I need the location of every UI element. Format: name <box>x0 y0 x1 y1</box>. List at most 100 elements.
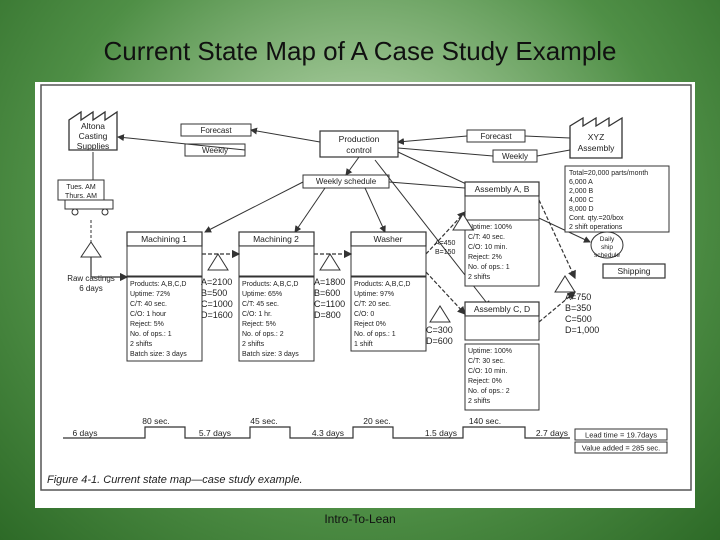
assemblyCD-data-box: Uptime: 100%C/T: 30 sec.C/O: 10 min.Reje… <box>464 343 540 411</box>
assemblyAB-name: Assembly A, B <box>475 184 530 194</box>
supplier-name-line1: Altona <box>81 121 105 131</box>
production-control-line2: control <box>346 145 372 155</box>
washer-data-line: C/T: 20 sec. <box>354 301 391 308</box>
machining1-data-line: Reject: 5% <box>130 321 164 328</box>
shipping-process: Shipping <box>602 263 666 279</box>
machining1-data-line: Batch size: 3 days <box>130 351 187 358</box>
machining1-data-line: No. of ops.: 1 <box>130 331 172 338</box>
assemblyCD-data-line: C/T: 30 sec. <box>468 358 505 365</box>
assemblyAB-data-line: No. of ops.: 1 <box>468 264 510 271</box>
washer-data-line: 1 shift <box>354 341 373 348</box>
inventory-quantity: C=1000 <box>201 299 233 309</box>
inventory-quantity: D=800 <box>314 310 341 320</box>
weekly-left-text: Weekly <box>202 146 228 155</box>
daily-ship-schedule: Daily ship schedule <box>590 231 624 259</box>
inventory-quantity: C=1100 <box>314 299 345 309</box>
washer-data-line: Uptime: 97% <box>354 291 394 298</box>
inventory-quantity: A=750 <box>565 292 591 302</box>
production-control-line1: Production <box>339 134 380 144</box>
customer-factory-icon: XYZ Assembly <box>569 116 623 159</box>
washer-name: Washer <box>374 234 403 244</box>
weekly-left-label: Weekly <box>184 143 246 157</box>
supplier-name-line2: Casting <box>79 131 108 141</box>
value-added-text: Value added = 285 sec. <box>582 444 660 453</box>
daily-ship-line3: schedule <box>594 252 620 259</box>
timeline-days-label: 4.3 days <box>312 428 344 438</box>
raw-castings-days: 6 days <box>79 284 103 293</box>
inventory-triangle-2 <box>319 253 341 271</box>
forecast-left-text: Forecast <box>200 126 232 135</box>
truck-schedule-line1: Tues. AM <box>66 184 95 191</box>
machining1-data-line: Uptime: 72% <box>130 291 170 298</box>
washer-data-line: Products: A,B,C,D <box>354 281 410 288</box>
assemblyAB-data-line: 2 shifts <box>468 274 491 281</box>
timeline-days-label: 1.5 days <box>425 428 457 438</box>
timeline-seconds-label: 45 sec. <box>250 416 277 426</box>
inventory-quantity: B=150 <box>435 249 456 256</box>
raw-castings-label: Raw castings <box>67 274 115 283</box>
customer-data-line: Cont. qty.=20/box <box>569 215 624 222</box>
washer-data-line: No. of ops.: 1 <box>354 331 396 338</box>
timeline-days-label: 2.7 days <box>536 428 568 438</box>
machining2-name: Machining 2 <box>253 234 299 244</box>
assemblyAB-data-box: Uptime: 100%C/T: 40 sec.C/O: 10 min.Reje… <box>464 219 540 287</box>
assemblyAB-data-line: C/O: 10 min. <box>468 244 507 251</box>
assemblyCD-process: Assembly C, D <box>464 301 540 341</box>
assemblyCD-data-line: 2 shifts <box>468 398 491 405</box>
machining1-data-line: C/O: 1 hour <box>130 311 167 318</box>
figure-frame <box>40 84 692 491</box>
assemblyAB-data-line: C/T: 40 sec. <box>468 234 505 241</box>
weekly-right-label: Weekly <box>492 149 538 163</box>
timeline-seconds-label: 140 sec. <box>469 416 501 426</box>
washer-data-box: Products: A,B,C,D Uptime: 97% C/T: 20 sec.… <box>350 276 427 352</box>
washer-process: Washer <box>350 231 427 277</box>
machining2-data-line: C/O: 1 hr. <box>242 311 272 318</box>
machining2-data-line: Uptime: 65% <box>242 291 282 298</box>
inventory-triangle-ab <box>452 213 474 231</box>
shipping-name: Shipping <box>617 266 650 276</box>
machining1-data-line: C/T: 40 sec. <box>130 301 167 308</box>
weekly-schedule-label: Weekly schedule <box>302 174 390 189</box>
washer-data-line: Reject 0% <box>354 321 386 328</box>
inventory-quantity: B=350 <box>565 303 591 313</box>
timeline-days-label: 6 days <box>72 428 97 438</box>
inventory-quantity: D=1600 <box>201 310 233 320</box>
inventory-quantity: B=600 <box>314 288 340 298</box>
inventory-triangle-1 <box>207 253 229 271</box>
inventory-quantity: D=600 <box>426 336 453 346</box>
customer-data-line: 2,000 B <box>569 188 593 195</box>
weekly-right-text: Weekly <box>502 152 528 161</box>
customer-name-line1: XYZ <box>588 132 605 142</box>
inventory-quantity: A=2100 <box>201 277 232 287</box>
inventory-triangle-ship <box>554 275 576 293</box>
customer-data-line: 2 shift operations <box>569 224 623 231</box>
timeline-days-label: 5.7 days <box>199 428 231 438</box>
customer-name-line2: Assembly <box>578 143 616 153</box>
daily-ship-line2: ship <box>601 244 613 251</box>
supplier-name-line3: Supplies <box>77 141 110 151</box>
weekly-schedule-text: Weekly schedule <box>316 177 377 186</box>
assemblyCD-data-line: No. of ops.: 2 <box>468 388 510 395</box>
machining1-name: Machining 1 <box>141 234 187 244</box>
slide-title: Current State Map of A Case Study Exampl… <box>103 36 617 66</box>
truck-schedule-box: Tues. AM Thurs. AM <box>57 179 105 201</box>
customer-data-line: Total=20,000 parts/month <box>569 170 648 177</box>
lead-time-text: Lead time = 19.7days <box>585 431 657 440</box>
value-stream-map: Altona Casting Supplies XYZ Assembly Pro… <box>40 84 692 491</box>
machining1-process: Machining 1 <box>126 231 203 277</box>
slide-footer: Intro-To-Lean <box>324 512 396 526</box>
value-stream-map-figure: Altona Casting Supplies XYZ Assembly Pro… <box>35 82 695 508</box>
production-control-box: Production control <box>319 130 399 158</box>
assemblyCD-data-line: C/O: 10 min. <box>468 368 507 375</box>
customer-data-line: 6,000 A <box>569 179 593 186</box>
lead-time-summary: Lead time = 19.7days Value added = 285 s… <box>574 428 668 454</box>
